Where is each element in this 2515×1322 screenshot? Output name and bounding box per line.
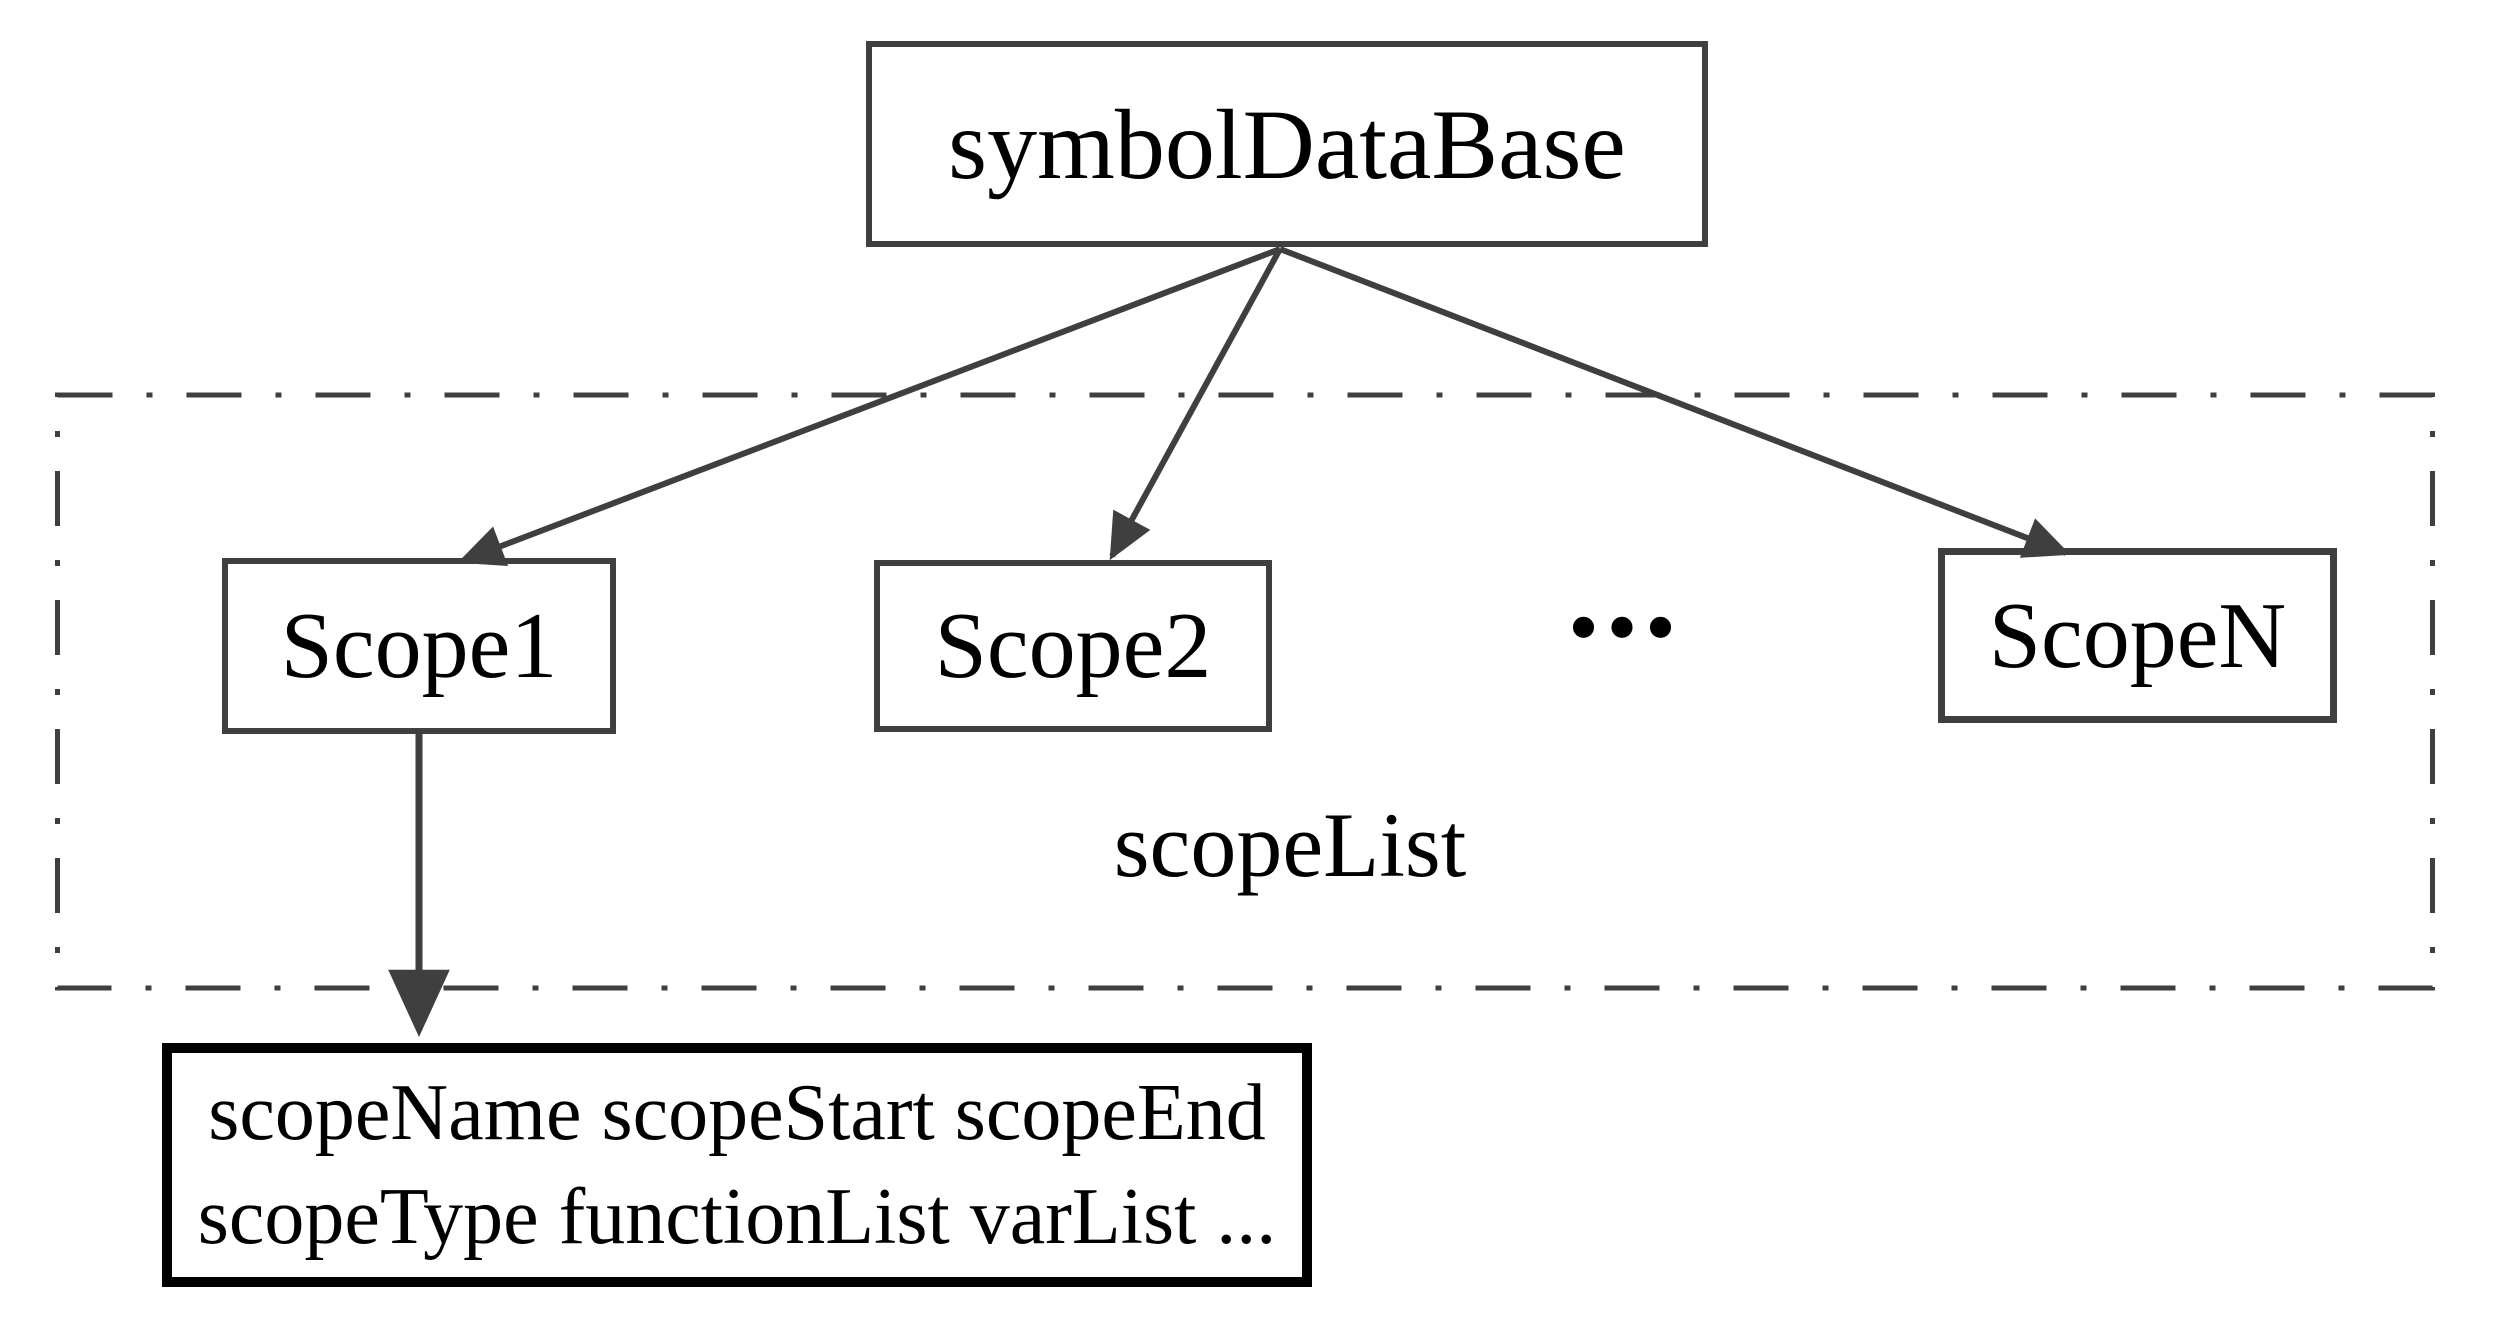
scope-detail-line1: scopeName scopeStart scopeEnd [208, 1069, 1266, 1157]
scopes-ellipsis: ... [1567, 521, 1683, 665]
scopen-label: ScopeN [1988, 583, 2287, 688]
scope2-node: Scope2 [874, 560, 1272, 732]
scope1-label: Scope1 [280, 594, 558, 698]
scopen-node: ScopeN [1938, 548, 2337, 723]
arrow-root-to-scope2 [1109, 247, 1283, 561]
arrow-root-to-scopen [1278, 246, 2071, 558]
scopelist-label: scopeList [1113, 794, 1467, 896]
arrow-root-to-scope1 [457, 246, 1282, 567]
scope-detail-node: scopeName scopeStart scopeEnd scopeType … [162, 1043, 1312, 1287]
symboldatabase-node: symbolDataBase [866, 41, 1708, 247]
scope1-node: Scope1 [222, 558, 616, 734]
scope2-label: Scope2 [934, 594, 1212, 698]
symboldatabase-label: symbolDataBase [948, 88, 1626, 200]
scope-detail-line2: scopeType functionList varList ... [197, 1173, 1277, 1261]
